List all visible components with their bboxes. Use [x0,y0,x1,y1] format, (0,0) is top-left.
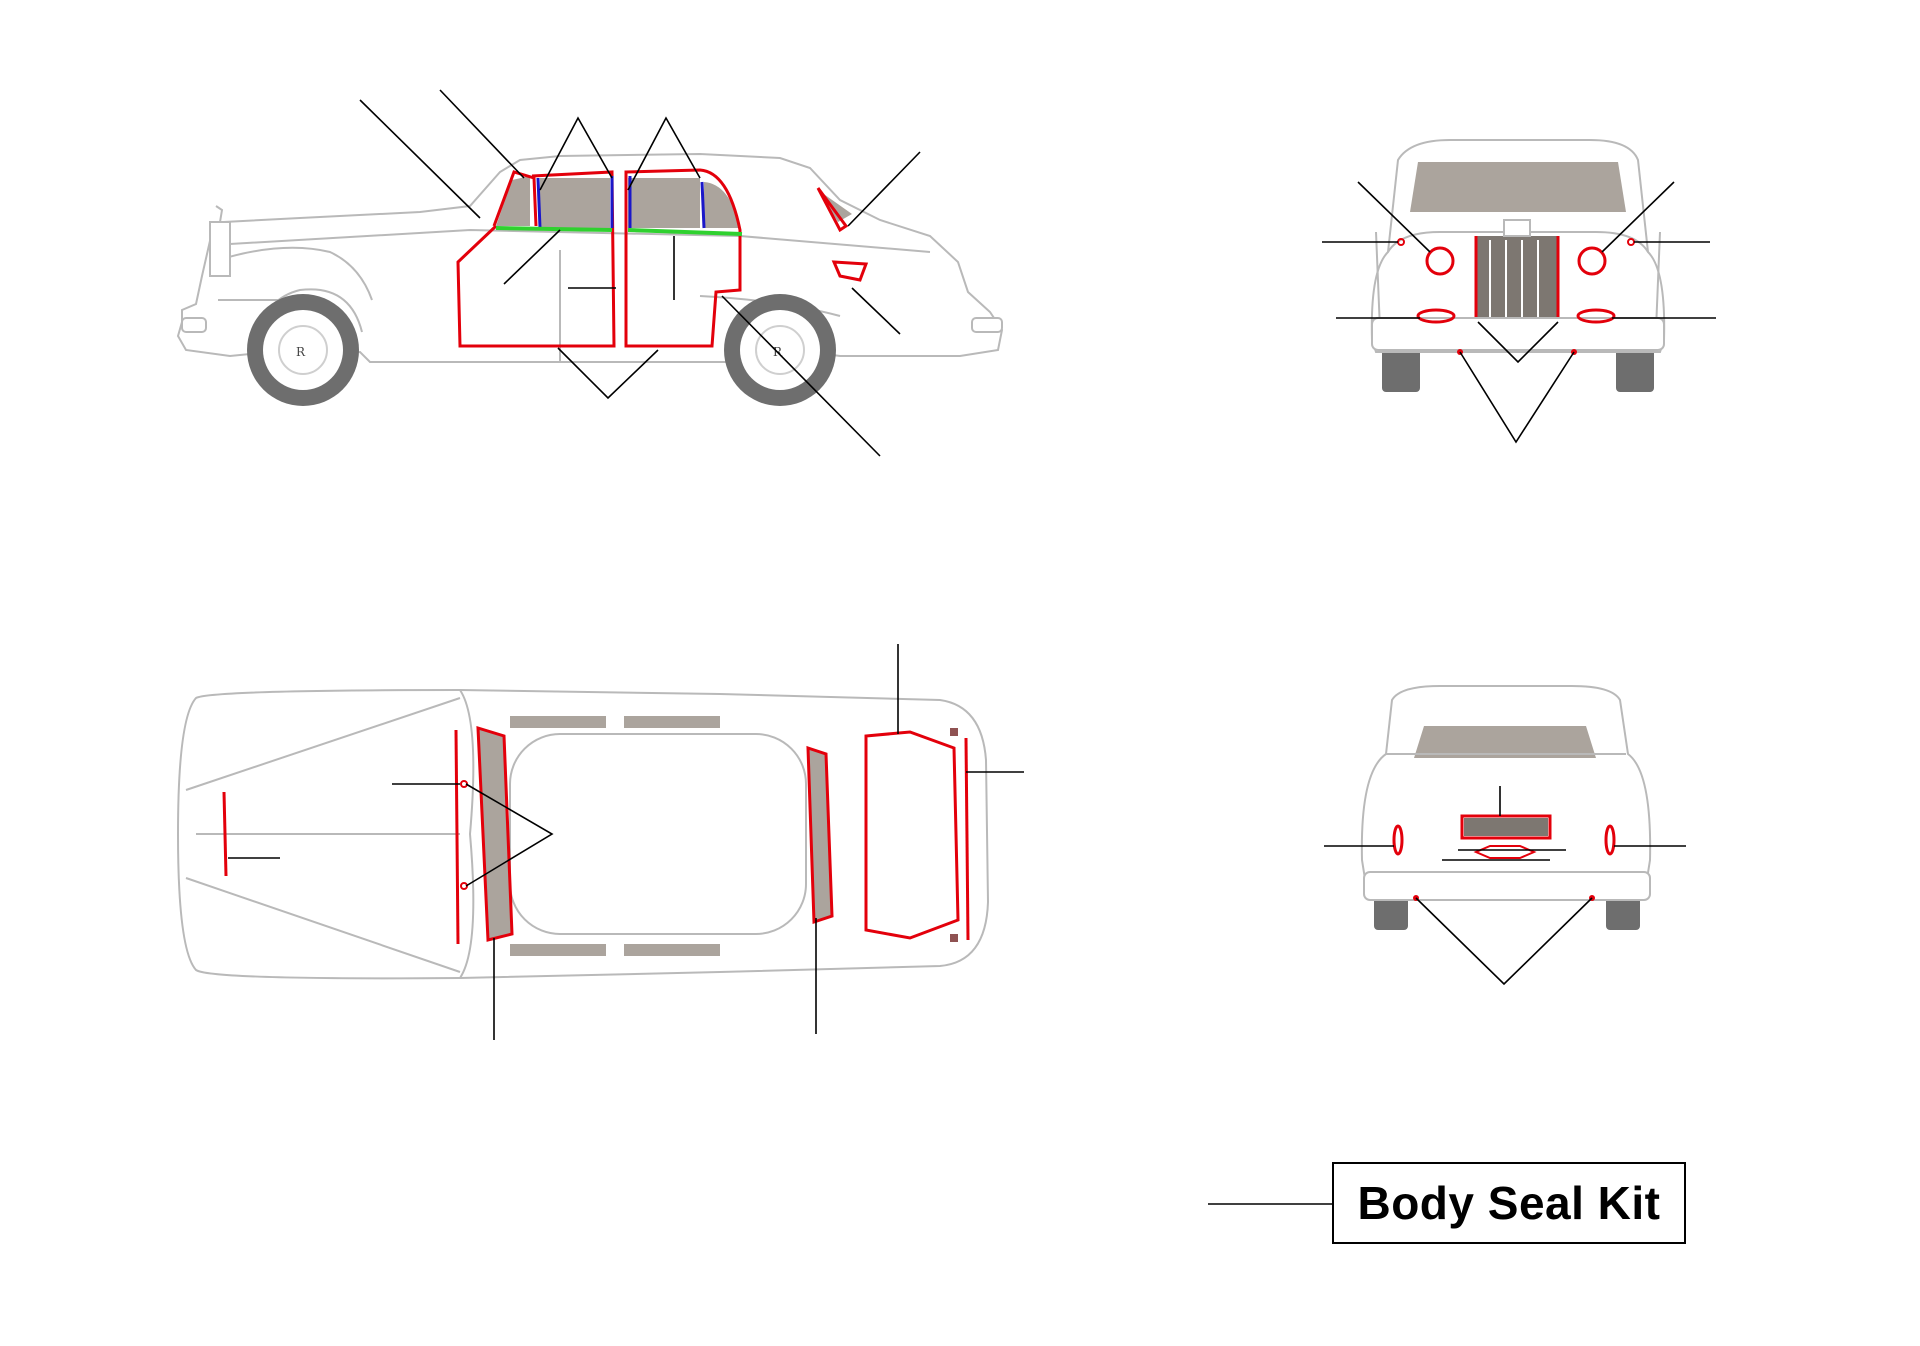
diagram-title: Body Seal Kit [1357,1177,1661,1229]
top-view [176,644,1024,1040]
front-view [1322,139,1716,444]
title-box: Body Seal Kit [1332,1162,1686,1244]
side-view: R R [176,89,1004,457]
svg-text:R: R [296,345,306,359]
rear-view [1324,685,1686,986]
